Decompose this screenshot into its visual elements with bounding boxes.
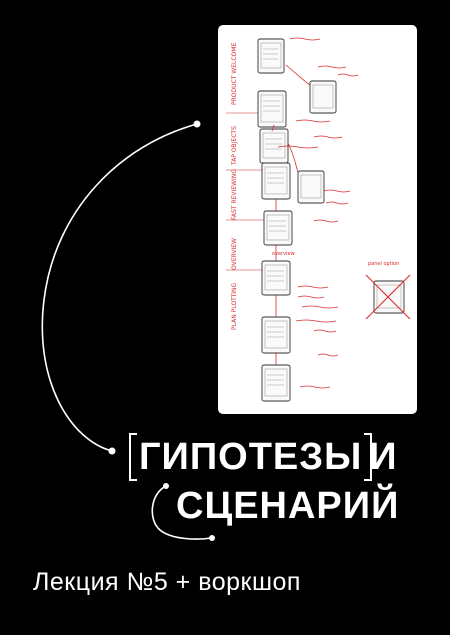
storyboard-sketch: PRODUCT WELCOME TAP OBJECTS FAST REVIEWING… (218, 25, 417, 414)
note-scribble (323, 189, 351, 193)
tablet-frame (261, 364, 291, 402)
title-word-1: ГИПОТЕЗЫ (139, 436, 363, 478)
lane-label: TAP OBJECTS (231, 126, 238, 166)
tablet-screen (264, 368, 288, 397)
note-scribble (313, 219, 339, 223)
bracket-left (129, 433, 137, 481)
note-scribble (289, 37, 321, 41)
note-scribble (299, 385, 331, 389)
subtitle: Лекция №5 + воркшоп (33, 568, 301, 596)
tablet-frame (257, 38, 285, 74)
connector-arrow (285, 64, 311, 86)
hypotheses-word: ГИПОТЕЗЫ (129, 433, 373, 481)
tablet-screen (264, 264, 288, 291)
title-word-2: И (369, 436, 398, 478)
small-arc-dot-end (209, 535, 215, 541)
tablet-screen (260, 94, 284, 123)
note-scribble (313, 135, 343, 139)
tablet-frame (261, 316, 291, 354)
arc-dot-bottom (108, 447, 116, 455)
tablet-frame (263, 210, 293, 246)
lane-label: PRODUCT WELCOME (231, 43, 238, 105)
note-scribble (317, 65, 347, 69)
note-scribble (277, 145, 319, 149)
tablet-frame (261, 162, 291, 200)
note-scribble (295, 119, 331, 123)
overview-note: overview (272, 251, 295, 257)
tablet-frame-side (297, 170, 325, 204)
large-arc (41, 123, 198, 452)
panel-option-note: panel option (368, 261, 399, 267)
tablet-screen (264, 166, 288, 195)
note-scribble (337, 73, 359, 77)
connector-arrow (271, 124, 275, 132)
tablet-screen-side (300, 174, 322, 199)
note-scribble (297, 295, 325, 299)
tablet-screen (264, 320, 288, 349)
bracket-right (364, 433, 373, 481)
lane-label: FAST REVIEWING (231, 169, 238, 220)
tablet-screen-side (312, 84, 334, 109)
title-line-2: СЦЕНАРИЙ (176, 485, 400, 527)
small-arc (151, 485, 212, 540)
note-scribble (313, 329, 337, 333)
note-scribble (301, 305, 339, 309)
note-scribble (317, 353, 339, 357)
cross-line (365, 274, 411, 320)
small-arc-dot-top (163, 483, 169, 489)
lane-label: PLAN PLOTTING (231, 282, 238, 330)
lane-label: OVERVIEW (231, 238, 238, 270)
tablet-screen-side (376, 284, 402, 309)
arc-dot-top (193, 120, 201, 128)
note-scribble (295, 319, 337, 323)
tablet-frame (257, 90, 287, 128)
note-scribble (297, 285, 329, 289)
title-line-1: ГИПОТЕЗЫ И (129, 433, 398, 481)
connector-arrow (287, 142, 299, 174)
tablet-screen (266, 214, 290, 241)
tablet-screen (262, 132, 286, 159)
note-scribble (325, 201, 349, 205)
tablet-frame-side (309, 80, 337, 114)
tablet-screen (260, 42, 282, 69)
